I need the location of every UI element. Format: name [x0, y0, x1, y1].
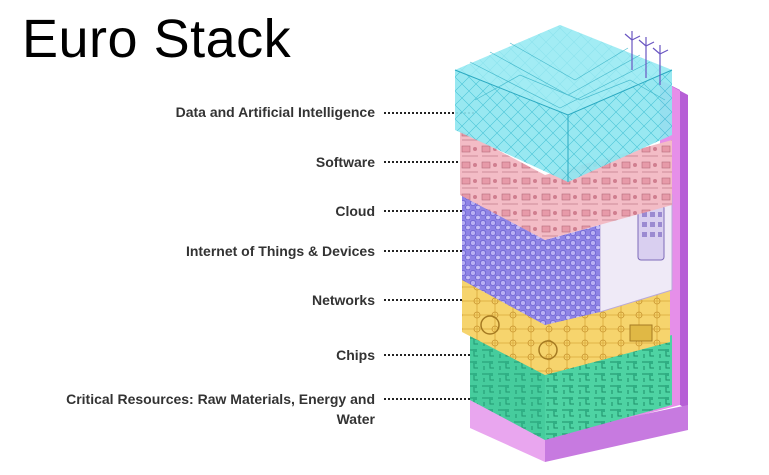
leader-line-networks: [384, 299, 474, 301]
leader-line-software: [384, 161, 474, 163]
layer-label-data-ai: Data and Artificial Intelligence: [175, 104, 375, 120]
software-layer-left: [460, 130, 545, 240]
chips-layer-left: [470, 330, 545, 440]
layer-label-networks: Networks: [311, 292, 375, 308]
networks-layer-left: [462, 265, 545, 375]
leader-line-chips: [384, 354, 474, 356]
cloud-layer: [462, 195, 600, 325]
data-ai-top-face: [455, 25, 672, 115]
leader-line-critical-resources: [384, 398, 474, 400]
page-title: Euro Stack: [22, 9, 292, 69]
layer-label-chips: Chips: [336, 347, 375, 363]
base-left-face: [470, 395, 545, 462]
layer-label-critical-resources: Critical Resources: Raw Materials, Energ…: [66, 391, 375, 427]
leader-line-data-ai: [384, 112, 474, 114]
layer-label-cloud: Cloud: [335, 203, 375, 219]
base-front-face: [545, 405, 688, 462]
layer-label-iot-devices: Internet of Things & Devices: [185, 243, 375, 259]
leader-line-cloud: [384, 210, 494, 212]
layer-label-software: Software: [315, 154, 375, 170]
wind-turbines-icon: [624, 31, 669, 85]
software-layer-right: [545, 140, 672, 240]
column-edge: [660, 80, 688, 410]
